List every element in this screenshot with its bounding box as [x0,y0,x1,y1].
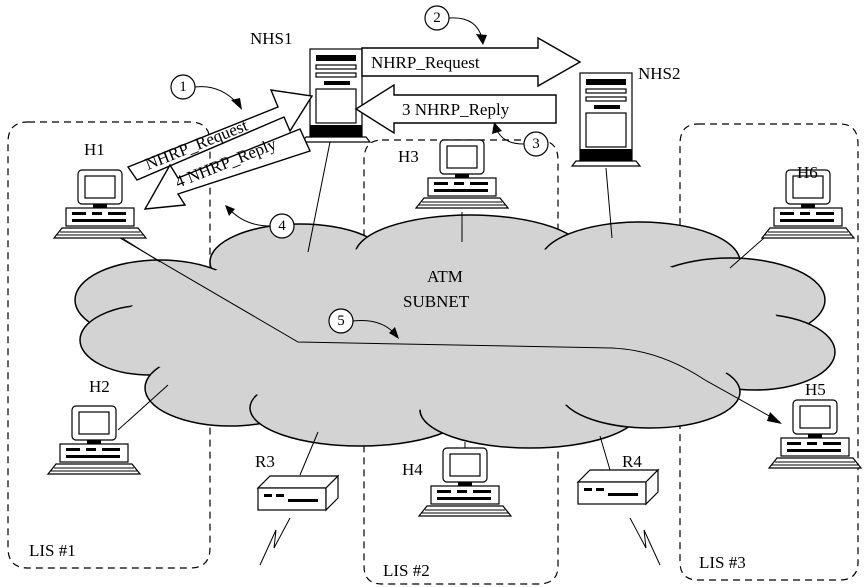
r4-label: R4 [622,452,642,471]
nhs2-label: NHS2 [638,64,681,83]
atm-subnet-cloud [74,214,836,449]
r3-label: R3 [255,452,275,471]
r4-link [599,435,611,471]
lis3-boundary [679,123,859,581]
r3-link [299,431,319,476]
subnet-label: SUBNET [403,292,470,311]
lis2-boundary [363,139,559,585]
step-5-marker: 5 [328,308,399,339]
nhs2-link [605,167,613,239]
h5-label: H5 [805,380,826,399]
step-4-number: 4 [278,218,286,234]
nhrp-reply-arrow-4 [143,128,311,210]
h3-label: H3 [398,147,419,166]
h2-host [47,405,141,475]
direct-path [119,237,781,423]
lis1-boundary [7,121,211,569]
r3-wan-link [259,517,291,566]
lis3-label: LIS #3 [699,553,746,572]
h5-host [768,399,862,469]
h2-label: H2 [89,377,110,396]
nhs1-link [307,141,331,253]
h4-host [418,447,512,517]
h6-link [729,237,765,269]
step-2-marker: 2 [424,5,487,45]
nhrp-reply-label-3: 3 NHRP_Reply [402,100,510,119]
r4-wan-link [629,517,661,566]
h3-host [415,139,509,209]
step-3-number: 3 [532,136,540,152]
step-5-number: 5 [337,313,345,329]
step-1-number: 1 [179,79,187,95]
nhrp-request-arrow-2 [361,36,582,88]
r3-router [257,475,339,511]
step-3-marker: 3 [492,122,549,157]
step-2-number: 2 [433,10,441,26]
lis2-label: LIS #2 [383,561,430,580]
step-1-marker: 1 [170,74,242,110]
nhrp-request-arrow-1 [126,89,314,181]
atm-label: ATM [427,267,463,286]
nhs1-label: NHS1 [250,29,293,48]
direct-path-arrowhead [767,412,782,424]
nhrp-request-label-2: NHRP_Request [371,53,480,72]
h1-host [53,169,147,239]
h2-link [117,384,169,431]
h6-label: H6 [797,163,818,182]
step-4-marker: 4 [225,205,295,239]
nhs2-server [571,72,641,167]
h1-label: H1 [84,140,105,159]
r4-router [577,469,659,505]
h4-label: H4 [402,460,423,479]
lis1-label: LIS #1 [29,541,76,560]
nhrp-reply-arrow-3 [354,83,557,135]
